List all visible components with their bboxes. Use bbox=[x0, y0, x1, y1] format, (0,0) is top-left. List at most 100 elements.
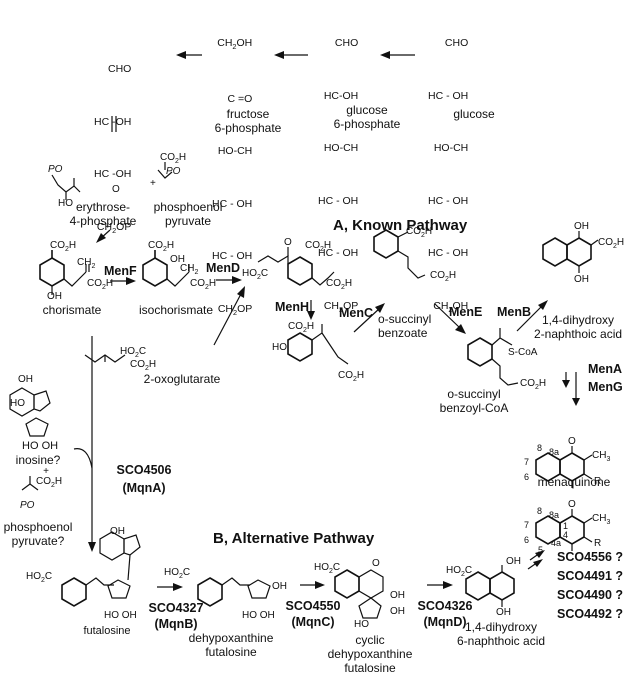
arrowhead bbox=[315, 581, 325, 589]
fischer-line: CHO bbox=[444, 37, 469, 49]
arrowhead bbox=[88, 542, 96, 552]
fischer-fructose: CH2OH C =O HO-CH HC - OH HC - OH CH2OP bbox=[212, 0, 252, 339]
numbering-6: 6 bbox=[524, 535, 530, 545]
enzyme-menF: MenF bbox=[104, 264, 137, 278]
atom-ho2c: HO2C bbox=[314, 562, 341, 575]
atom-o: O bbox=[284, 237, 292, 248]
arrowhead bbox=[274, 51, 284, 59]
atom-oh: OH bbox=[574, 221, 589, 232]
atom-r: R bbox=[594, 476, 602, 487]
numbering-7: 7 bbox=[524, 457, 530, 467]
numbering-4: 4 bbox=[563, 530, 569, 540]
fischer-glucose: CHO HC - OH HO-CH HC - OH HC - OH CH2OH bbox=[428, 0, 468, 336]
atom-co2h: CO2H bbox=[288, 321, 315, 334]
inosine-ribose bbox=[25, 417, 49, 437]
numbering-1: 1 bbox=[563, 521, 569, 531]
fischer-line: CH2OP bbox=[217, 302, 253, 317]
fischer-line: HC -OH bbox=[94, 115, 132, 128]
label-inosine: inosine? bbox=[15, 453, 61, 467]
futalosine-ribose bbox=[107, 579, 131, 599]
atom-r: R bbox=[594, 538, 602, 549]
label-isochorismate: isochorismate bbox=[138, 303, 214, 317]
atom-co2h: CO2H bbox=[50, 240, 77, 253]
atom-scoa: S-CoA bbox=[508, 347, 538, 358]
numbering-8a: 8a bbox=[549, 510, 560, 520]
osb-ring bbox=[373, 229, 399, 259]
atom-ho2c: HO2C bbox=[446, 565, 473, 578]
atom-oh: OH bbox=[272, 581, 287, 592]
fischer-line: CH2OP bbox=[323, 299, 359, 314]
arrowhead bbox=[380, 51, 390, 59]
candidate-enzyme: SCO4492 ? bbox=[557, 607, 624, 621]
arrow-inosine-curve bbox=[73, 448, 93, 469]
enzyme-mqnD: SCO4326(MqnD) bbox=[417, 599, 473, 629]
fischer-line: CH2OH bbox=[433, 299, 469, 314]
atom-po: PO bbox=[166, 166, 181, 177]
atom-oh: OH bbox=[110, 526, 125, 537]
enzyme-menE: MenE bbox=[449, 305, 483, 319]
fischer-line: HC - OH bbox=[318, 194, 359, 207]
atom-co2h: CO2H bbox=[326, 278, 353, 291]
atom-ho2c: HO2C bbox=[242, 268, 269, 281]
atom-ho: HO bbox=[10, 398, 25, 409]
fischer-line: HC - OH bbox=[212, 250, 253, 263]
shchc-ring bbox=[287, 332, 313, 362]
atom-oh: OH bbox=[47, 291, 62, 302]
numbering-7: 7 bbox=[524, 520, 530, 530]
dhna-ring-1 bbox=[542, 237, 568, 267]
atom-oh: OH bbox=[574, 274, 589, 285]
fischer-erythrose: CHO HC -OH HC -OH CH2OP bbox=[94, 26, 131, 257]
atom-co2h: CO2H bbox=[190, 278, 217, 291]
atom-po: PO bbox=[20, 500, 35, 511]
chorismate-ring bbox=[39, 257, 65, 287]
cdhf-lactone bbox=[358, 597, 382, 619]
atom-oh: OH bbox=[496, 607, 511, 618]
fischer-line: HO-CH bbox=[217, 145, 253, 158]
arrowhead bbox=[176, 51, 186, 59]
fischer-line: CHO bbox=[334, 37, 359, 49]
atom-ch3: CH3 bbox=[592, 450, 611, 463]
arrowhead bbox=[232, 276, 242, 284]
title-alternative-pathway: B, Alternative Pathway bbox=[213, 530, 375, 547]
fischer-line: HC - OH bbox=[428, 89, 469, 102]
atom-ho-oh: HO OH bbox=[22, 440, 59, 452]
fischer-line: HC - OH bbox=[212, 197, 253, 210]
atom-co2h: CO2H bbox=[430, 270, 457, 283]
numbering-8: 8 bbox=[537, 506, 543, 516]
atom-oh: OH bbox=[506, 556, 521, 567]
atom-co2h: CO2H bbox=[87, 278, 114, 291]
fischer-line: HC -OH bbox=[94, 168, 132, 180]
atom-co2h: CO2H bbox=[520, 378, 547, 391]
numbering-4a: 4a bbox=[551, 538, 562, 548]
dhf-ribose bbox=[247, 579, 271, 599]
fischer-line: HO-CH bbox=[323, 142, 359, 154]
enzyme-menD: MenD bbox=[206, 261, 241, 275]
atom-ho-oh: HO OH bbox=[242, 610, 275, 621]
label-erythrose-4-phosphate: erythrose-4-phosphate bbox=[69, 200, 137, 228]
enzyme-mqnC: SCO4550(MqnC) bbox=[285, 599, 341, 629]
atom-co2h: CO2H bbox=[406, 226, 433, 239]
arrowhead bbox=[535, 550, 545, 558]
title-known-pathway: A, Known Pathway bbox=[333, 217, 468, 234]
fischer-line: HC - OH bbox=[428, 247, 469, 259]
enzyme-menH: MenH bbox=[275, 300, 310, 314]
candidate-enzyme: SCO4490 ? bbox=[557, 588, 624, 602]
arrow-oxoglutarate bbox=[213, 291, 243, 346]
dh6na-ring-2 bbox=[489, 571, 515, 601]
atom-ho2c: HO2C bbox=[120, 346, 147, 359]
atom-ho: HO bbox=[58, 198, 73, 209]
enzyme-mqnB: SCO4327(MqnB) bbox=[148, 601, 204, 631]
atom-co2h: CO2H bbox=[130, 359, 157, 372]
label-glucose: glucose bbox=[453, 107, 495, 121]
fischer-line: HC-OH bbox=[323, 89, 359, 102]
atom-ho2c: HO2C bbox=[164, 567, 191, 580]
atom-oh: OH bbox=[390, 606, 405, 617]
arrowhead bbox=[96, 233, 106, 243]
